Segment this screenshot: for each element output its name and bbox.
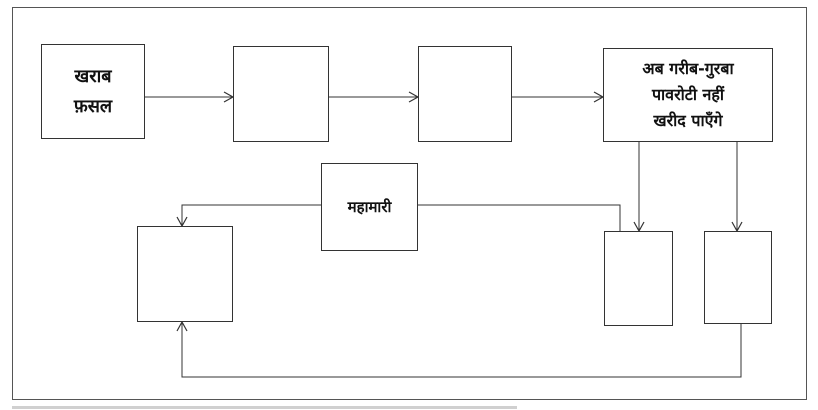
box-bad-crop-label: खराब फ़सल [73, 65, 113, 117]
line-epidemic-to-right-box1 [418, 204, 621, 231]
box-blank-right-1 [604, 231, 673, 326]
arrow-epidemic-to-left-box [176, 204, 321, 228]
box-epidemic-label: महामारी [347, 198, 392, 216]
page-bottom-rule [12, 406, 517, 409]
box-blank-2 [233, 46, 329, 142]
diagram-frame [12, 7, 807, 400]
arrow-right-box2-to-left-box [176, 320, 742, 378]
box-poor-cannot-buy-bread: अब गरीब-गुरबा पावरोटी नहीं खरीद पाएँगे [603, 48, 773, 142]
box-blank-left [137, 226, 233, 322]
box-blank-3 [418, 46, 512, 142]
box-epidemic: महामारी [321, 163, 418, 251]
box-bad-crop: खराब फ़सल [41, 44, 145, 139]
box-blank-right-2 [704, 231, 772, 324]
box-poor-cannot-buy-bread-label: अब गरीब-गुरबा पावरोटी नहीं खरीद पाएँगे [642, 59, 734, 130]
